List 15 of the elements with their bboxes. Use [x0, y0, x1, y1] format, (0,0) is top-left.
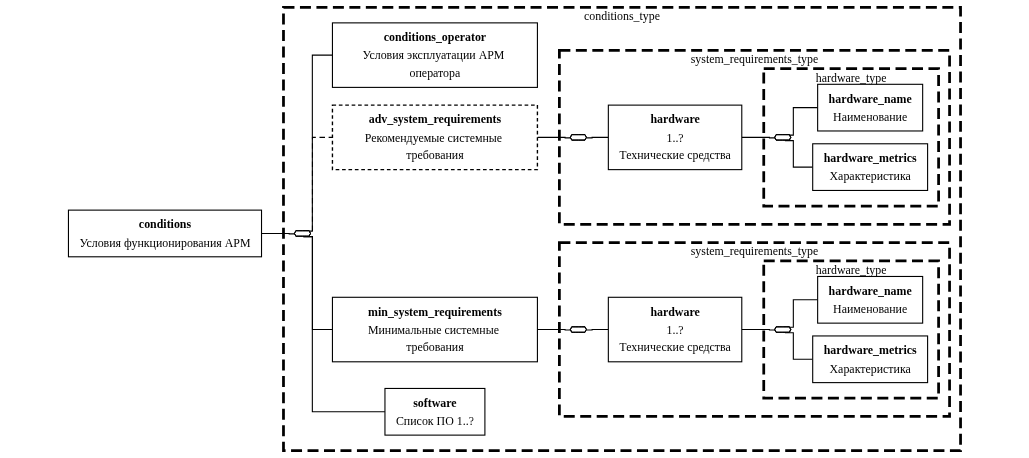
- node-box: hardware 1..? Технические средства: [607, 104, 743, 171]
- node-box: hardware 1..? Технические средства: [607, 296, 743, 363]
- node-box: conditions Условия функционирования АРМ: [67, 209, 263, 258]
- node-box: hardware_name Наименование: [817, 275, 924, 324]
- node-box: conditions_operator Условия эксплуатации АРМ оператора: [331, 22, 538, 88]
- node-box: hardware_name Наименование: [817, 83, 924, 132]
- connector: [741, 136, 776, 139]
- node-box: hardware_metrics Характеристика: [812, 143, 929, 191]
- node-box: hardware_metrics Характеристика: [812, 335, 929, 384]
- node-box: min_system_requirements Минимальные системные требования: [331, 296, 538, 363]
- connector: [586, 329, 609, 331]
- node-box: adv_system_requirements Рекомендуемые системные требования: [331, 104, 539, 171]
- connector: [741, 329, 776, 331]
- connector: [586, 136, 609, 139]
- node-box: software Список ПО 1..?: [384, 387, 486, 436]
